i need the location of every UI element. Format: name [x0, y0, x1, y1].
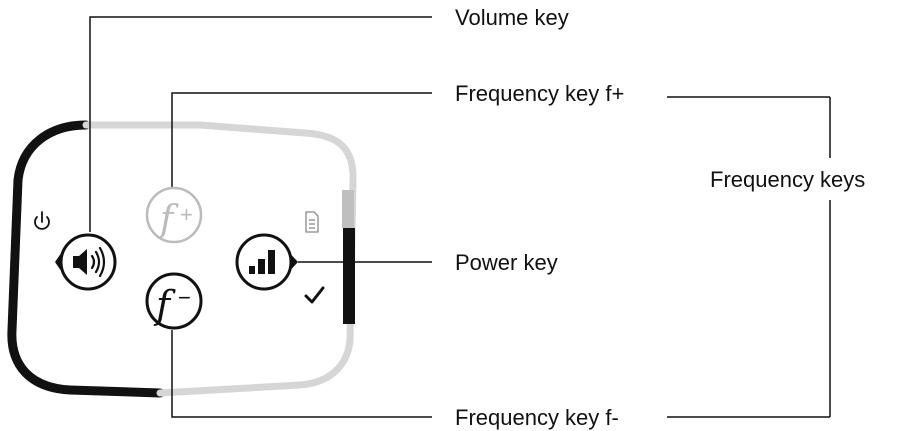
label-frequency-key-minus: Frequency key f-: [455, 405, 619, 430]
checkmark-icon: [304, 286, 325, 304]
volume-button[interactable]: [55, 233, 117, 291]
signal-bars-icon: [249, 250, 275, 274]
label-power-key: Power key: [455, 250, 558, 275]
leader-freq-minus: [171, 330, 432, 418]
leader-lines: [89, 16, 831, 418]
device-frame: [7, 120, 357, 398]
frame-segment-black: [343, 228, 355, 324]
power-standby-icon: [34, 211, 50, 230]
label-frequency-keys: Frequency keys: [710, 167, 865, 192]
label-volume-key: Volume key: [455, 5, 569, 30]
frequency-plus-button[interactable]: f +: [145, 186, 203, 244]
f-plus-sign: +: [180, 202, 193, 227]
leader-freq-plus: [171, 92, 432, 200]
f-minus-sign: −: [178, 285, 191, 310]
label-frequency-key-plus: Frequency key f+: [455, 81, 624, 106]
speaker-icon: [73, 246, 106, 278]
leader-volume: [89, 16, 432, 232]
power-button[interactable]: [235, 233, 298, 291]
document-icon: [305, 211, 319, 233]
frame-segment-gray: [342, 190, 354, 228]
frequency-minus-button[interactable]: f −: [145, 272, 203, 330]
